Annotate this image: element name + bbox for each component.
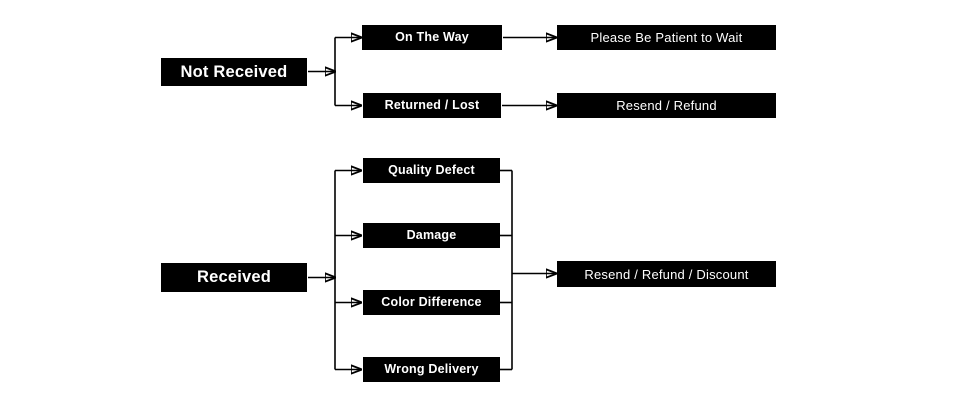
node-resend-refund[interactable]: Resend / Refund	[557, 93, 776, 118]
node-quality-defect[interactable]: Quality Defect	[363, 158, 500, 183]
node-damage[interactable]: Damage	[363, 223, 500, 248]
node-please-be-patient-to-wait[interactable]: Please Be Patient to Wait	[557, 25, 776, 50]
node-color-difference[interactable]: Color Difference	[363, 290, 500, 315]
node-resend-refund-discount[interactable]: Resend / Refund / Discount	[557, 261, 776, 287]
node-returned-lost[interactable]: Returned / Lost	[363, 93, 501, 118]
node-wrong-delivery[interactable]: Wrong Delivery	[363, 357, 500, 382]
node-on-the-way[interactable]: On The Way	[362, 25, 502, 50]
node-not-received[interactable]: Not Received	[161, 58, 307, 86]
node-received[interactable]: Received	[161, 263, 307, 292]
